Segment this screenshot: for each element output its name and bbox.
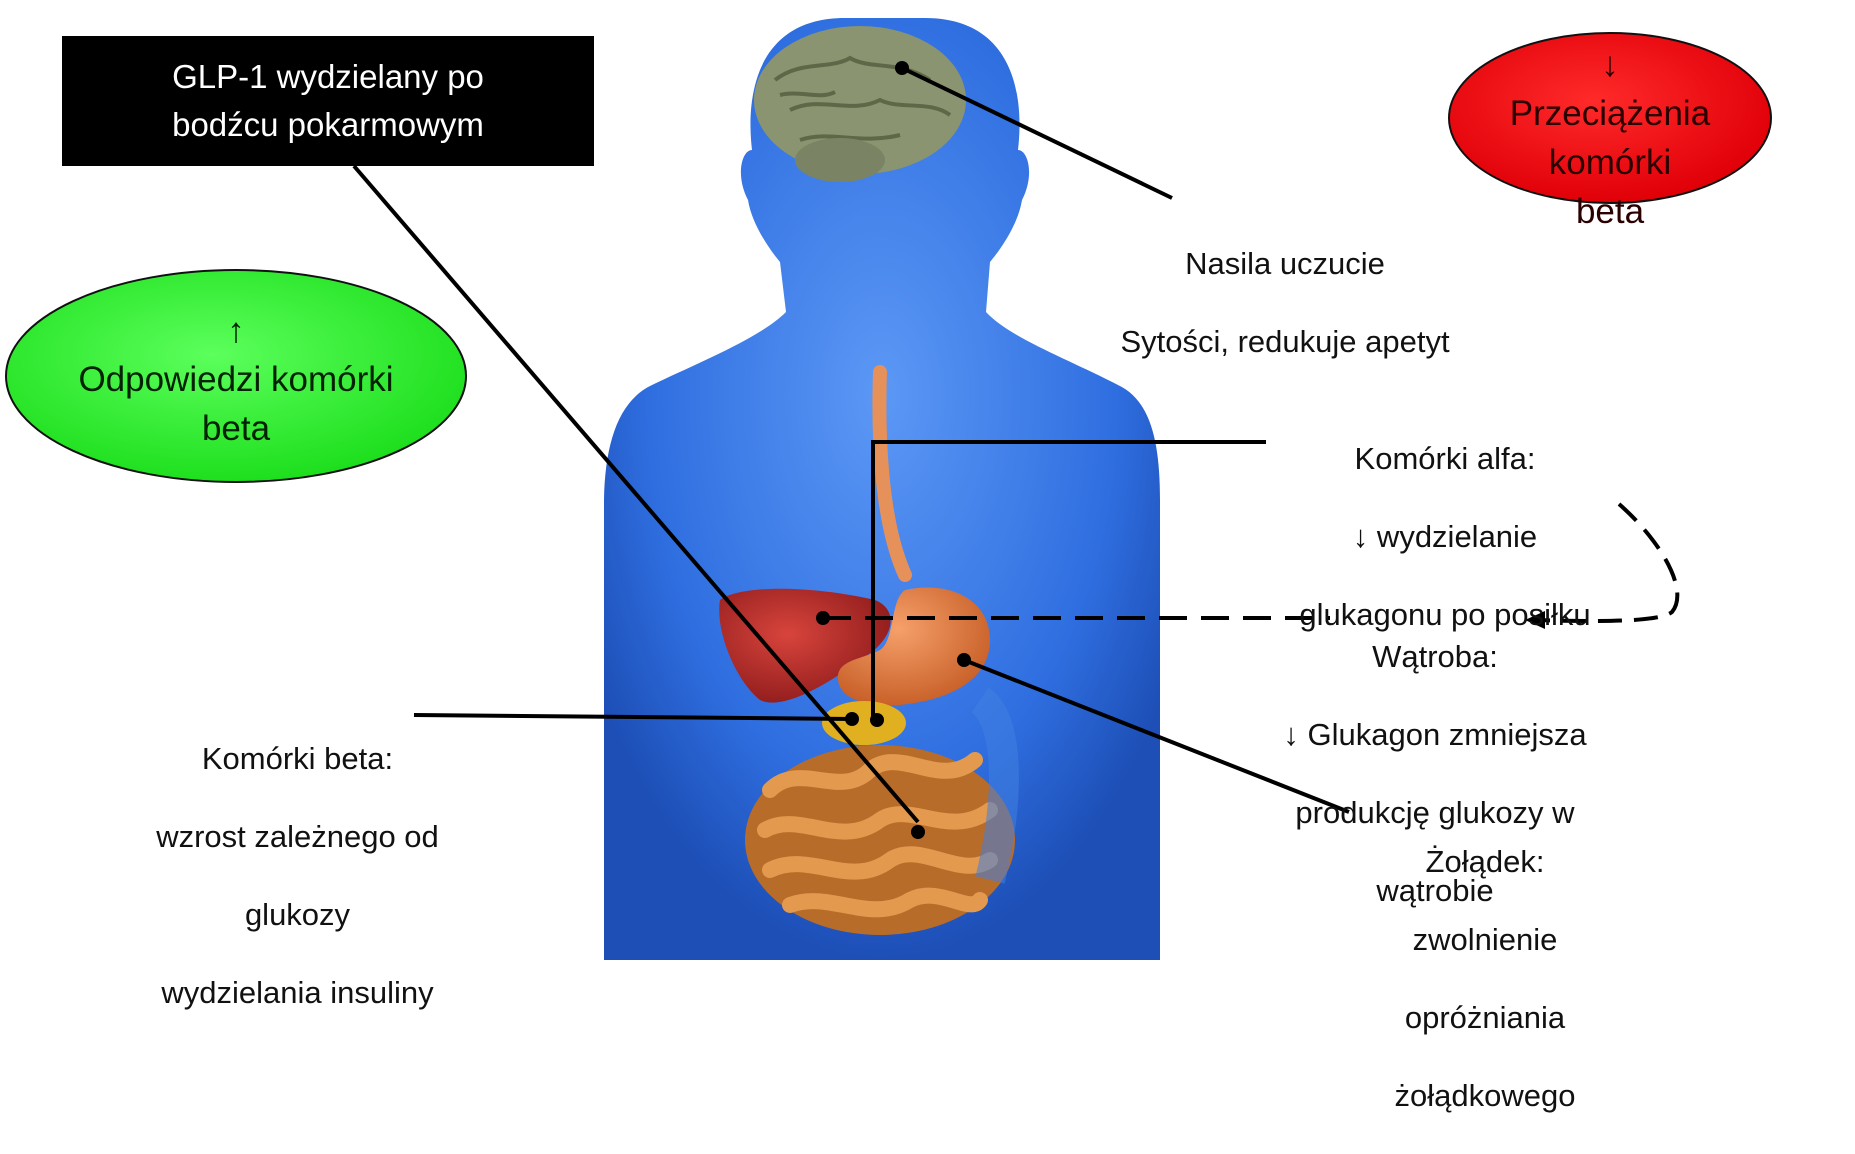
- stomach-label-line2: zwolnienie: [1330, 920, 1640, 959]
- glp1-header-box: GLP-1 wydzielany po bodźcu pokarmowym: [62, 36, 594, 166]
- up-arrow-icon: ↑: [6, 306, 466, 355]
- beta-label-line1: Komórki beta:: [80, 739, 515, 778]
- dot-liver: [816, 611, 830, 625]
- dot-intestine: [911, 825, 925, 839]
- dot-beta: [845, 712, 859, 726]
- alpha-label-line1: Komórki alfa:: [1235, 439, 1655, 478]
- stomach-label-line3: opróżniania: [1330, 998, 1640, 1037]
- liver-label-line2: ↓ Glukagon zmniejsza: [1215, 715, 1655, 754]
- dot-stomach: [957, 653, 971, 667]
- red-ellipse-line1: Przeciążenia komórki: [1450, 89, 1770, 187]
- beta-cells-label: Komórki beta: wzrost zależnego od glukoz…: [80, 700, 515, 1051]
- brain-label-line1: Nasila uczucie: [1050, 244, 1520, 283]
- beta-label-line3: glukozy: [80, 895, 515, 934]
- beta-label-line2: wzrost zależnego od: [80, 817, 515, 856]
- stomach-label: Żołądek: zwolnienie opróżniania żołądkow…: [1330, 803, 1640, 1154]
- dot-brain: [895, 61, 909, 75]
- diagram-canvas: GLP-1 wydzielany po bodźcu pokarmowym ↓ …: [0, 0, 1855, 980]
- dot-alpha: [870, 713, 884, 727]
- brain-label-line2: Sytości, redukuje apetyt: [1050, 322, 1520, 361]
- brain-label: Nasila uczucie Sytości, redukuje apetyt: [1050, 205, 1520, 400]
- liver-label-line1: Wątroba:: [1215, 637, 1655, 676]
- beta-label-line4: wydzielania insuliny: [80, 973, 515, 1012]
- green-ellipse-line1: Odpowiedzi komórki: [6, 355, 466, 404]
- stomach-label-line1: Żołądek:: [1330, 842, 1640, 881]
- glp1-line2: bodźcu pokarmowym: [62, 101, 594, 149]
- green-ellipse-line2: beta: [6, 404, 466, 453]
- glp1-line1: GLP-1 wydzielany po: [62, 53, 594, 101]
- alpha-label-line2: ↓ wydzielanie: [1235, 517, 1655, 556]
- green-ellipse: ↑ Odpowiedzi komórki beta: [6, 306, 466, 453]
- stomach-label-line4: żołądkowego: [1330, 1076, 1640, 1115]
- down-arrow-icon: ↓: [1450, 40, 1770, 89]
